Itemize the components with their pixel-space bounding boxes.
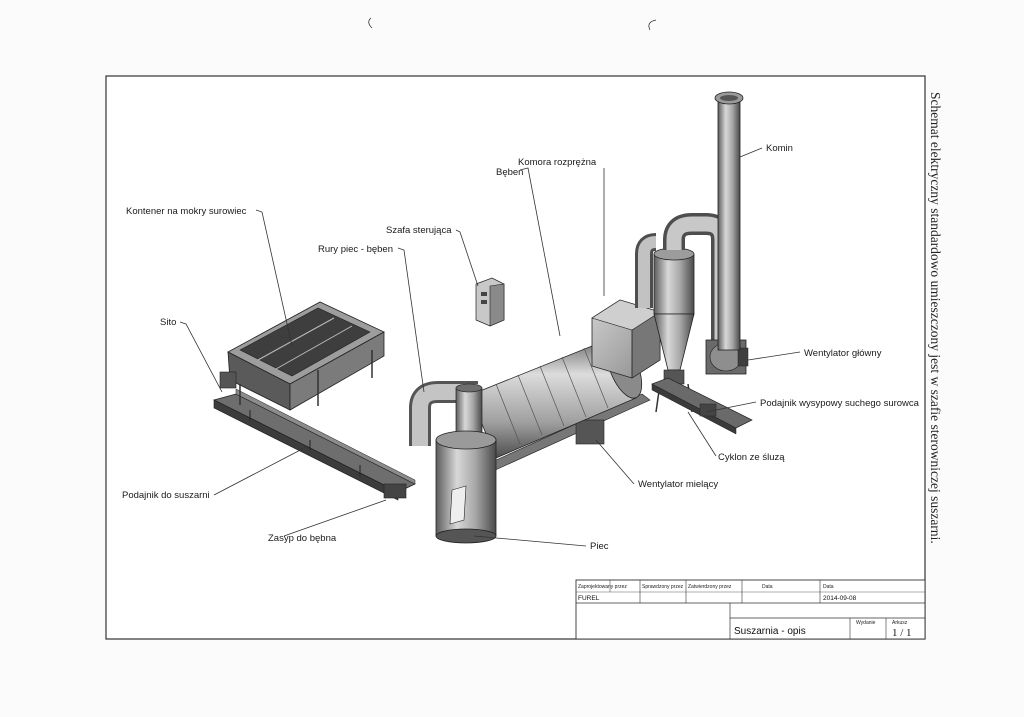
punch-mark-right <box>648 19 657 31</box>
label-podajnik-wysypowy: Podajnik wysypowy suchego surowca <box>760 398 920 409</box>
tb-sheet-number: 1 / 1 <box>892 627 912 639</box>
tb-edition-label: Wydanie <box>856 620 876 626</box>
label-zasyp: Zasyp do bębna <box>268 533 337 544</box>
side-note-electrical: Schemat elektryczny standardowo umieszcz… <box>928 92 943 544</box>
label-komora: Komora rozprężna <box>518 157 597 168</box>
leader-lines <box>179 147 801 547</box>
furnace-drum-pipes <box>409 381 483 446</box>
expansion-chamber <box>591 299 661 379</box>
label-cyklon: Cyklon ze śluzą <box>718 452 785 463</box>
label-beben: Bęben <box>496 167 523 178</box>
tb-date: 2014-09-08 <box>823 595 857 602</box>
title-block: Zaprojektowany przez Sprawdzony przez Za… <box>575 579 926 640</box>
label-szafa: Szafa sterująca <box>386 225 452 236</box>
tb-date-label-1: Data <box>762 584 773 590</box>
label-rury: Rury piec - bęben <box>318 244 393 255</box>
cyclone <box>653 247 695 413</box>
cyclone-duct <box>635 233 657 308</box>
discharge-conveyor <box>651 377 753 435</box>
label-sito: Sito <box>160 317 176 328</box>
tb-designed-by: FUREL <box>578 595 600 602</box>
tb-approved-by-label: Zatwierdzony przez <box>688 584 732 590</box>
labels: Komin Komora rozprężna Bęben Szafa steru… <box>122 143 920 552</box>
tb-designed-by-label: Zaprojektowany przez <box>578 584 627 590</box>
label-kontener: Kontener na mokry surowiec <box>126 206 247 217</box>
tb-title: Suszarnia - opis <box>734 626 806 637</box>
label-komin: Komin <box>766 143 793 154</box>
label-wentylator-mielacy: Wentylator mielący <box>638 479 718 490</box>
label-piec: Piec <box>590 541 609 552</box>
label-podajnik-do-suszarni: Podajnik do suszarni <box>122 490 210 501</box>
wet-material-container <box>219 301 385 411</box>
tb-date-label-2: Data <box>823 584 834 590</box>
tb-sheet-label: Arkusz <box>892 620 908 626</box>
control-cabinet <box>475 277 505 327</box>
feeder-conveyor <box>212 388 416 501</box>
furnace <box>435 430 497 544</box>
chimney <box>714 91 744 351</box>
equipment-illustration <box>212 91 753 544</box>
label-wentylator-glowny: Wentylator główny <box>804 348 882 359</box>
tb-checked-by-label: Sprawdzony przez <box>642 584 684 590</box>
punch-mark-left <box>368 17 373 29</box>
